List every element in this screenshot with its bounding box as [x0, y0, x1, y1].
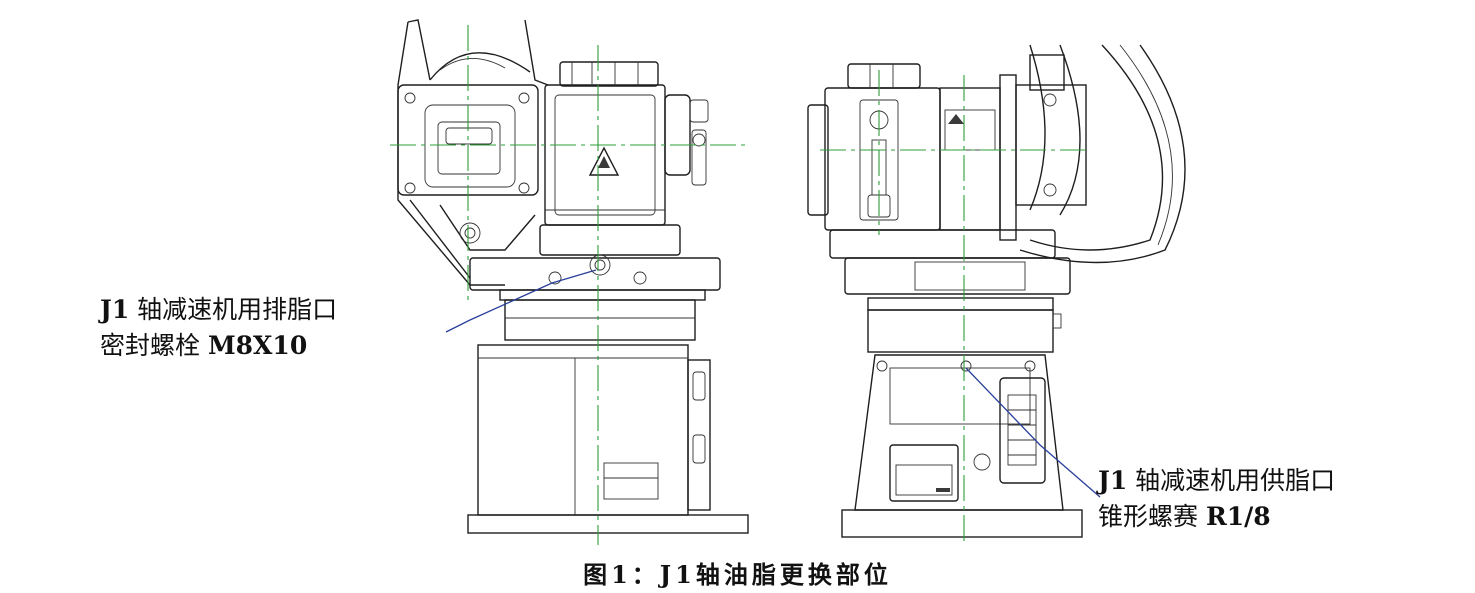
- supply-port-label: J1 轴减速机用供脂口 锥形螺赛 R1/8: [1098, 463, 1335, 536]
- front-reducer: [469, 224, 721, 341]
- side-cables: [1019, 44, 1186, 264]
- front-arm: [397, 19, 549, 286]
- side-motor: [807, 54, 1087, 241]
- drain-bolt-size: M8X10: [207, 331, 308, 361]
- drain-label-line2: 密封螺栓 M8X10: [100, 328, 337, 364]
- side-reducer: [829, 229, 1071, 353]
- drain-leader-line: [445, 269, 597, 333]
- supply-leader-line: [965, 367, 1101, 498]
- drain-axis-code: J1: [100, 295, 130, 324]
- figure-caption: 图1：J1轴油脂更换部位: [583, 560, 892, 589]
- supply-plug-name: 锥形螺赛: [1098, 502, 1206, 532]
- supply-label-line1: J1 轴减速机用供脂口: [1098, 463, 1335, 499]
- drain-bolt-name: 密封螺栓: [100, 331, 208, 361]
- drain-label-line1: J1 轴减速机用排脂口: [100, 292, 337, 328]
- drain-port-label: J1 轴减速机用排脂口 密封螺栓 M8X10: [100, 292, 337, 365]
- supply-port-name: 轴减速机用供脂口: [1127, 466, 1336, 495]
- front-motor: [544, 61, 709, 226]
- supply-axis-code: J1: [1098, 466, 1128, 495]
- side-view: [807, 44, 1186, 545]
- front-base: [467, 344, 749, 534]
- front-view: [390, 19, 749, 545]
- side-base: [841, 354, 1083, 538]
- supply-plug-size: R1/8: [1205, 502, 1271, 532]
- drain-port-name: 轴减速机用排脂口: [129, 295, 338, 324]
- supply-label-line2: 锥形螺赛 R1/8: [1098, 499, 1335, 535]
